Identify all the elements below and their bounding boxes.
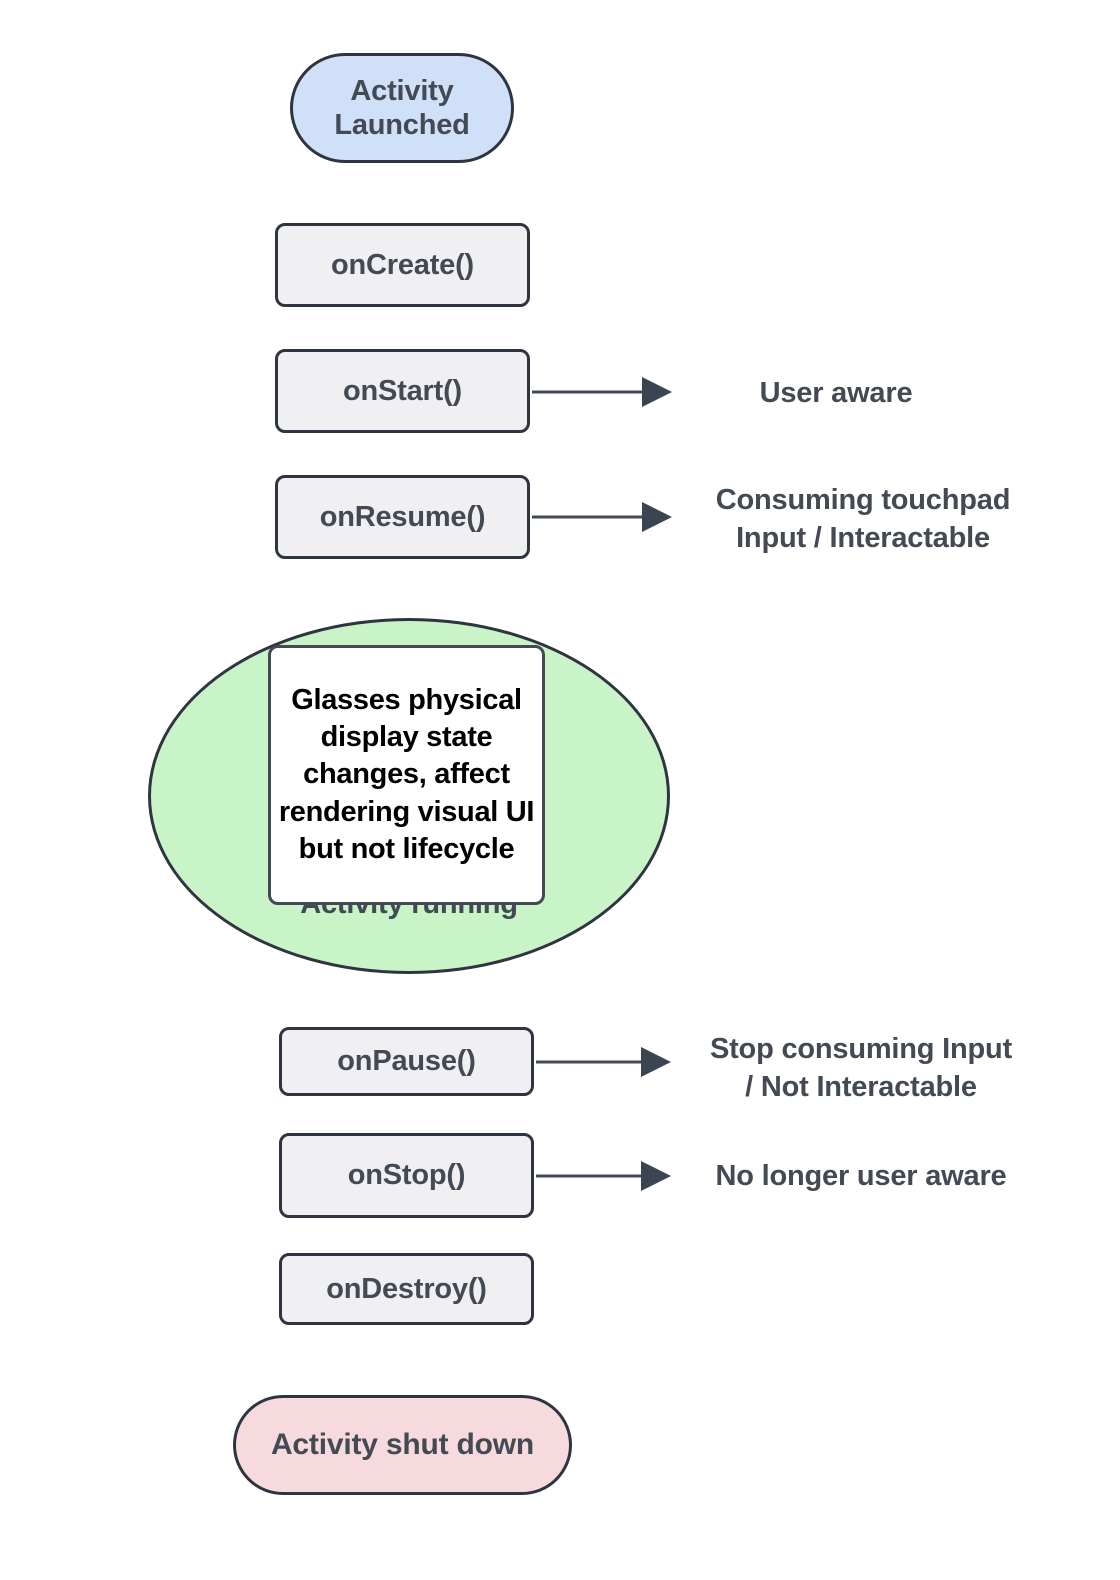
node-on-stop[interactable]: onStop(): [279, 1133, 534, 1218]
node-on-pause-label: onPause(): [337, 1045, 476, 1078]
node-on-resume-label: onResume(): [319, 500, 486, 533]
annotation-user-aware: User aware: [678, 375, 994, 413]
note-glasses-display-state[interactable]: Glasses physical display state changes, …: [268, 645, 545, 905]
arrow-on-stop-to-no-longer-aware: [536, 1161, 671, 1191]
note-glasses-display-state-label: Glasses physical display state changes, …: [278, 684, 535, 865]
node-activity-launched[interactable]: Activity Launched: [290, 53, 514, 163]
node-activity-launched-line2: Launched: [334, 109, 470, 141]
annotation-consuming-input: Consuming touchpad Input / Interactable: [680, 482, 1046, 557]
arrow-on-start-to-user-aware: [532, 377, 672, 407]
node-on-destroy[interactable]: onDestroy(): [279, 1253, 534, 1325]
annotation-consuming-input-line2: Input / Interactable: [736, 521, 990, 554]
node-on-start[interactable]: onStart(): [275, 349, 530, 433]
annotation-no-longer-user-aware: No longer user aware: [676, 1158, 1046, 1196]
node-on-start-label: onStart(): [342, 374, 462, 407]
node-activity-shut-down[interactable]: Activity shut down: [233, 1395, 572, 1495]
node-on-create-label: onCreate(): [330, 248, 474, 281]
node-on-stop-label: onStop(): [347, 1159, 466, 1192]
annotation-consuming-input-line1: Consuming touchpad: [715, 484, 1011, 516]
node-on-destroy-label: onDestroy(): [326, 1272, 487, 1305]
annotation-stop-consuming: Stop consuming Input / Not Interactable: [676, 1031, 1046, 1106]
node-on-create[interactable]: onCreate(): [275, 223, 530, 307]
arrow-on-resume-to-consuming-input: [532, 502, 672, 532]
annotation-stop-consuming-line1: Stop consuming Input: [709, 1033, 1013, 1065]
annotation-user-aware-label: User aware: [759, 377, 913, 409]
node-on-pause[interactable]: onPause(): [279, 1027, 534, 1096]
arrow-on-pause-to-stop-consuming: [536, 1047, 671, 1077]
node-on-resume[interactable]: onResume(): [275, 475, 530, 559]
annotation-stop-consuming-line2: / Not Interactable: [745, 1070, 977, 1103]
annotation-no-longer-user-aware-label: No longer user aware: [715, 1160, 1007, 1192]
node-activity-launched-line1: Activity: [350, 74, 454, 107]
node-activity-shut-down-label: Activity shut down: [270, 1428, 535, 1462]
